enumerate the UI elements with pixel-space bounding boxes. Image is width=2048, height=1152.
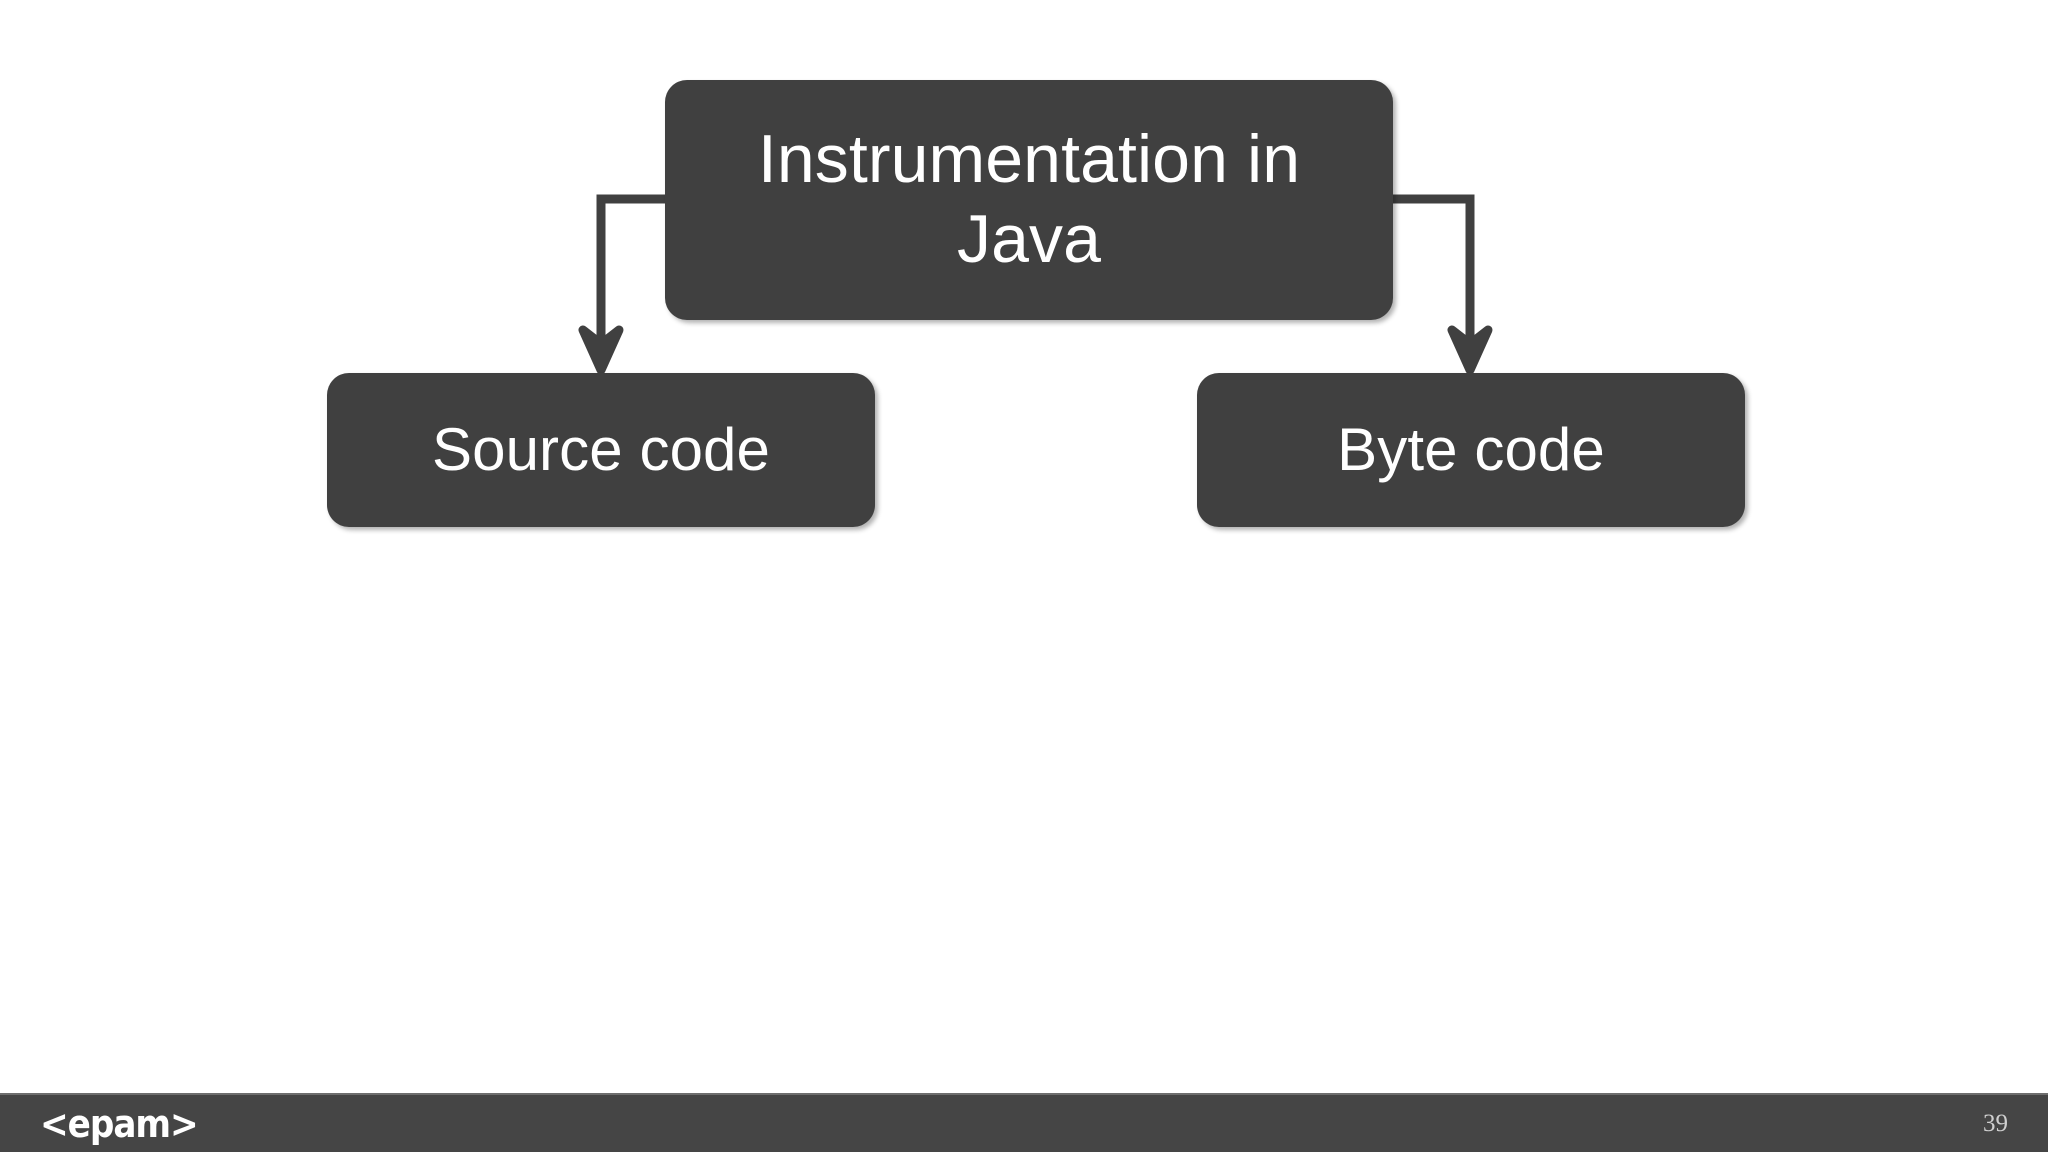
slide-footer: <epam> 39 bbox=[0, 1093, 2048, 1152]
epam-logo: <epam> bbox=[40, 1101, 199, 1146]
slide-number: 39 bbox=[1983, 1109, 2008, 1137]
diagram-node-label: Byte code bbox=[1337, 415, 1605, 483]
diagram-node-byte-code[interactable]: Byte code bbox=[1197, 373, 1745, 527]
diagram-node-source-code[interactable]: Source code bbox=[327, 373, 875, 527]
diagram-node-label: Instrumentation in Java bbox=[757, 121, 1301, 277]
connector-root-to-bytecode bbox=[1388, 194, 1493, 375]
connector-root-to-source bbox=[578, 194, 670, 375]
diagram-node-instrumentation-in-java[interactable]: Instrumentation in Java bbox=[665, 80, 1393, 320]
diagram-node-label: Source code bbox=[432, 415, 770, 483]
